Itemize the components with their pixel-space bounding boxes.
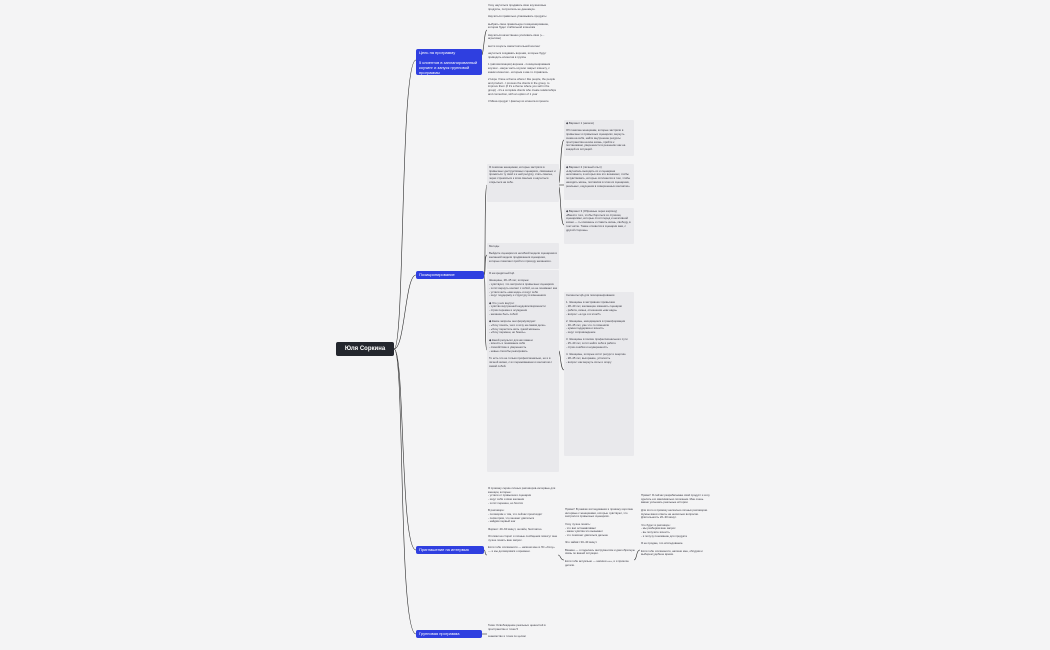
variant-3-panel: ◆ Вариант 3 (Образные через картину) «Вм… [564, 208, 634, 244]
link-int-mid [557, 554, 565, 561]
positioning-main-panel: Я помогаю женщинам, которые застряли в п… [487, 164, 559, 202]
methods-panel: Методы Выйдите сценарии из негибкой моде… [487, 243, 559, 269]
link-int-main [483, 549, 488, 556]
link-pos-ca [483, 274, 488, 351]
interview-main-panel: Я провожу серию личных разговоров-интерв… [488, 487, 558, 553]
link-root-interview [393, 348, 417, 551]
branch-goal[interactable]: Цель на программу 5 клиентов в запланиро… [416, 49, 482, 75]
interview-message-panel: Привет! В рамках исследования я провожу … [565, 508, 635, 567]
branch-positioning[interactable]: Позиционирование [416, 271, 484, 279]
branch-group[interactable]: Групповая программа [416, 630, 482, 638]
group-program-panel: Тема: Освобождение реальных ценностей в … [488, 624, 546, 639]
target-audience-panel: Я на кредитный ЦА Женщины, 28–45 лет, ко… [487, 270, 559, 472]
link-root-group [393, 348, 417, 635]
link-root-goal [393, 59, 417, 350]
audience-segments-panel: Сегменты ЦА для позиционирования 1. Женщ… [564, 292, 634, 456]
branch-interview[interactable]: Приглашение на интервью [416, 546, 484, 554]
goal-text-panel: Хочу научиться продавать свои коучинговы… [488, 4, 557, 104]
variant-1-panel: ◆ Вариант 1 (начало) Об помогаю женщинам… [564, 120, 634, 156]
link-pos-methods [483, 254, 488, 276]
link-int-right [633, 549, 641, 561]
link-root-positioning [393, 274, 417, 350]
variant-2-panel: ◆ Вариант 2 (личный опыт) «Научилась вых… [564, 164, 634, 200]
root-node[interactable]: Юля Соркина [336, 342, 394, 356]
link-pos-main [483, 184, 488, 276]
interview-invite-panel: Привет! Я сейчас разрабатываю свой проду… [641, 494, 710, 557]
